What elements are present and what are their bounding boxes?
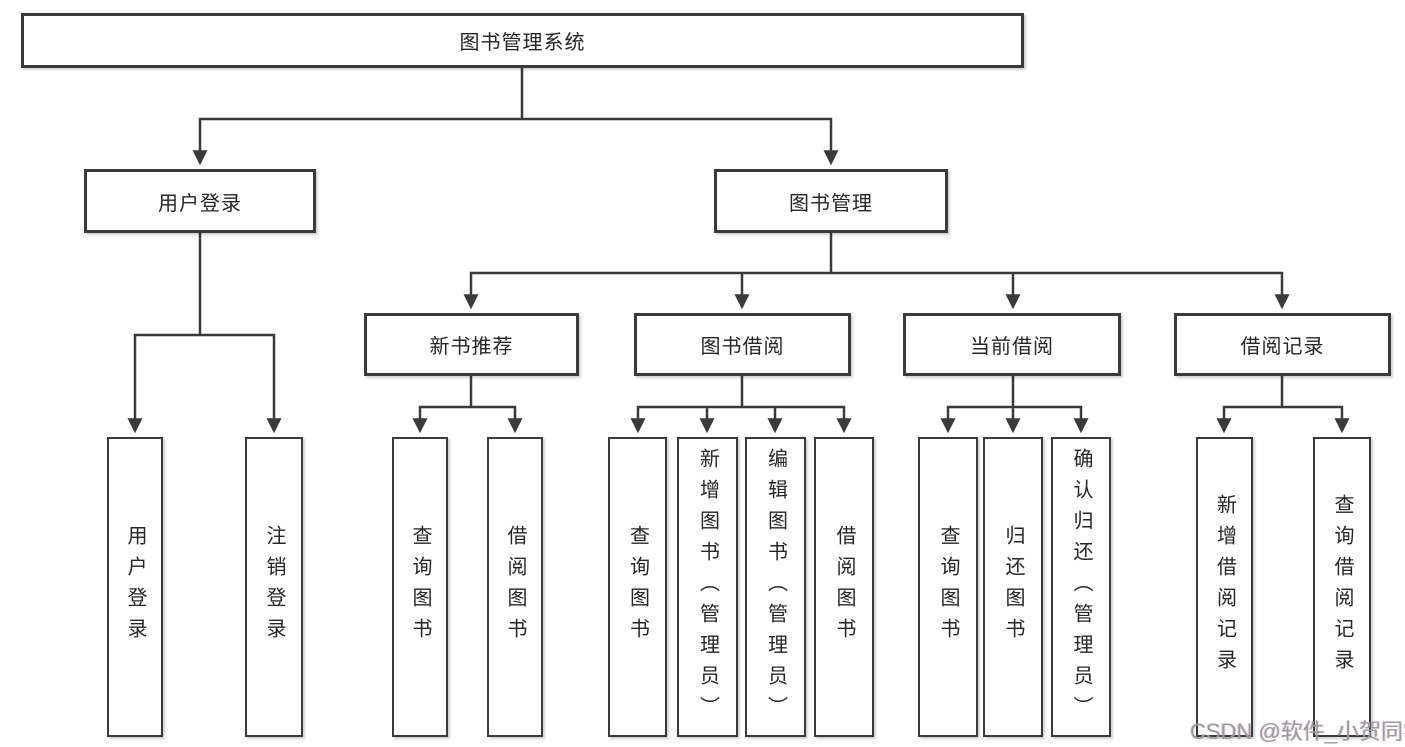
node-label: 借阅记录 bbox=[1240, 336, 1325, 358]
node-library-system-root: 图书管理系统 bbox=[21, 13, 1024, 68]
leaf-query-books-recommend: 查询图书 bbox=[392, 437, 448, 737]
leaf-user-login: 用户登录 bbox=[107, 437, 163, 737]
leaf-label: 确认归还（管理员） bbox=[1070, 447, 1092, 727]
leaf-label: 查询图书 bbox=[626, 525, 649, 649]
node-book-borrowing: 图书借阅 bbox=[634, 313, 851, 376]
leaf-edit-books-admin: 编辑图书（管理员） bbox=[745, 437, 806, 737]
branch-user-login bbox=[127, 333, 282, 434]
branch-root-level2 bbox=[192, 117, 839, 166]
node-label: 新书推荐 bbox=[429, 336, 514, 358]
branch-borrow-records bbox=[1216, 405, 1350, 434]
node-current-borrowing: 当前借阅 bbox=[903, 313, 1121, 376]
leaf-add-books-admin: 新增图书（管理员） bbox=[677, 437, 738, 737]
branch-current-borrowing bbox=[940, 405, 1089, 434]
branch-book-borrowing bbox=[630, 405, 852, 434]
leaf-confirm-return-admin: 确认归还（管理员） bbox=[1051, 437, 1111, 737]
leaf-label: 用户登录 bbox=[124, 525, 146, 649]
node-new-book-recommendation: 新书推荐 bbox=[364, 313, 579, 376]
node-label: 当前借阅 bbox=[970, 336, 1054, 358]
leaf-label: 新增借阅记录 bbox=[1213, 494, 1236, 680]
leaf-label: 查询图书 bbox=[409, 525, 431, 649]
leaf-label: 借阅图书 bbox=[833, 525, 855, 649]
node-borrowing-records: 借阅记录 bbox=[1174, 313, 1391, 376]
node-label: 图书借阅 bbox=[700, 336, 785, 358]
leaf-label: 查询借阅记录 bbox=[1331, 494, 1353, 680]
leaf-query-borrow-record: 查询借阅记录 bbox=[1313, 437, 1371, 737]
leaf-label: 查询图书 bbox=[937, 525, 959, 649]
node-label: 用户登录 bbox=[158, 192, 242, 215]
branch-book-management bbox=[463, 271, 1290, 310]
leaf-borrow-books-recommend: 借阅图书 bbox=[487, 437, 543, 737]
csdn-watermark: CSDN @软件_小贺同学 bbox=[1190, 719, 1405, 744]
leaf-label: 借阅图书 bbox=[504, 525, 526, 649]
node-book-management: 图书管理 bbox=[714, 169, 948, 233]
leaf-logout-login: 注销登录 bbox=[245, 437, 303, 737]
leaf-label: 新增图书（管理员） bbox=[696, 447, 719, 727]
leaf-return-books: 归还图书 bbox=[983, 437, 1043, 737]
node-user-login: 用户登录 bbox=[84, 169, 316, 233]
leaf-query-books-borrowing: 查询图书 bbox=[608, 437, 667, 737]
node-label: 图书管理 bbox=[789, 192, 873, 215]
leaf-borrow-books: 借阅图书 bbox=[814, 437, 874, 737]
leaf-label: 注销登录 bbox=[263, 525, 285, 649]
leaf-label: 编辑图书（管理员） bbox=[764, 447, 787, 727]
leaf-query-books-current: 查询图书 bbox=[918, 437, 978, 737]
branch-new-book-rec bbox=[412, 405, 523, 434]
leaf-add-borrow-record: 新增借阅记录 bbox=[1196, 437, 1253, 737]
leaf-label: 归还图书 bbox=[1002, 525, 1024, 649]
node-label: 图书管理系统 bbox=[459, 32, 586, 54]
